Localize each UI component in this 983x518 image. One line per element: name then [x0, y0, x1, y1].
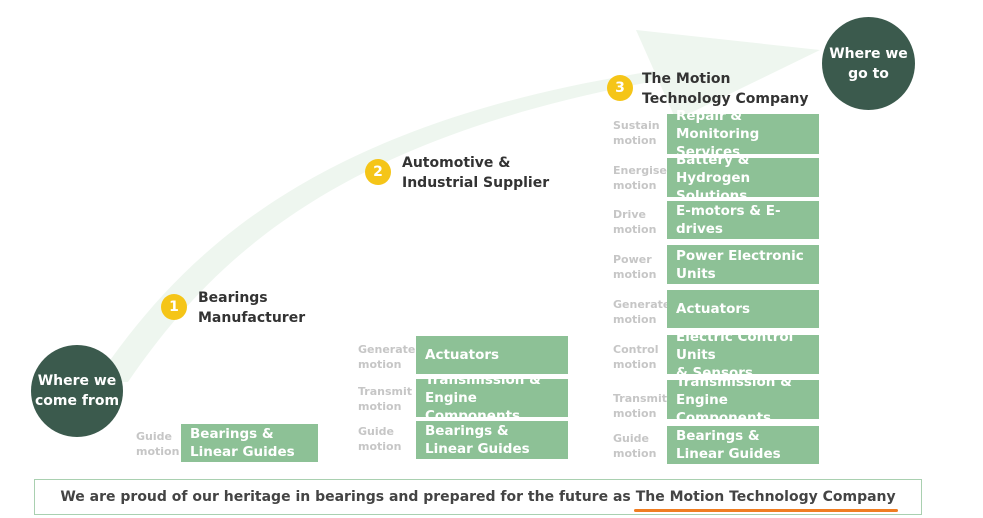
where-we-come-from-label: Where we come from — [34, 373, 120, 409]
stage-3-capability-label: Battery & Hydrogen Solutions — [676, 151, 751, 204]
stage-3-capability-label: Actuators — [676, 301, 751, 317]
stage-3-capability-box: Actuators — [667, 290, 819, 328]
stage-3-motion-label: Guide motion — [613, 432, 657, 460]
stage-2-motion-label: Guide motion — [358, 425, 402, 453]
where-we-go-to-circle: Where we go to — [822, 17, 915, 110]
footer-text: We are proud of our heritage in bearings… — [60, 489, 631, 505]
stage-2-capability-label: Actuators — [425, 347, 500, 363]
where-we-come-from-circle: Where we come from — [31, 345, 123, 437]
stage-3-motion-label: Sustain motion — [613, 119, 660, 147]
footer-highlight: The Motion Technology Company — [633, 489, 898, 512]
stage-3-capability-box: Electric Control Units & Sensors — [667, 329, 819, 381]
stage-1-motion-label: Guide motion — [136, 430, 180, 458]
stage-2-motion-label: Generate motion — [358, 343, 416, 371]
stage-3-capability-label: Transmission & Engine Components — [676, 373, 792, 426]
stage-1-number: 1 — [161, 294, 187, 320]
stage-2-title: Automotive & Industrial Supplier — [402, 155, 550, 191]
stage-3-capability-box: Battery & Hydrogen Solutions — [667, 152, 819, 204]
stage-3-motion-label: Generate motion — [613, 298, 671, 326]
stage-3-capability-box: Power Electronic Units — [667, 245, 819, 284]
stage-1-capability-label: Bearings & Linear Guides — [190, 426, 295, 460]
stage-2-capability-box: Actuators — [416, 336, 568, 374]
stage-2-capability-label: Bearings & Linear Guides — [425, 423, 530, 457]
stage-3-capability-box: E-motors & E-drives — [667, 201, 819, 239]
stage-3-title: The Motion Technology Company — [642, 71, 809, 107]
where-we-go-to-label: Where we go to — [829, 45, 908, 82]
stage-3-capability-label: Bearings & Linear Guides — [676, 428, 781, 462]
stage-3-number: 3 — [607, 75, 633, 101]
stage-3-motion-label: Transmit motion — [613, 392, 668, 420]
stage-2-capability-label: Transmission & Engine Components — [425, 372, 541, 424]
stage-3-motion-label: Power motion — [613, 253, 657, 281]
stage-2-number: 2 — [365, 159, 391, 185]
stage-3-capability-box: Transmission & Engine Components — [667, 374, 819, 426]
stage-3-capability-label: Electric Control Units & Sensors — [676, 328, 794, 381]
stage-2-motion-label: Transmit motion — [358, 385, 413, 413]
stage-2-capability-box: Bearings & Linear Guides — [416, 421, 568, 459]
arrow-shaft — [95, 70, 660, 382]
stage-3-capability-box: Repair & Monitoring Services — [667, 108, 819, 160]
stage-3-motion-label: Drive motion — [613, 208, 657, 236]
stage-2-capability-box: Transmission & Engine Components — [416, 372, 568, 424]
stage-3-motion-label: Control motion — [613, 343, 659, 371]
stage-3-motion-label: Energise motion — [613, 164, 667, 192]
stage-1-title: Bearings Manufacturer — [198, 290, 306, 326]
stage-3-capability-label: Repair & Monitoring Services — [676, 108, 760, 160]
stage-3-capability-label: E-motors & E-drives — [676, 203, 781, 237]
stage-1-capability-box: Bearings & Linear Guides — [181, 424, 318, 462]
footer-banner: We are proud of our heritage in bearings… — [34, 479, 922, 515]
stage-3-capability-box: Bearings & Linear Guides — [667, 426, 819, 464]
arrow-head — [636, 30, 820, 120]
stage-3-capability-label: Power Electronic Units — [676, 247, 804, 282]
